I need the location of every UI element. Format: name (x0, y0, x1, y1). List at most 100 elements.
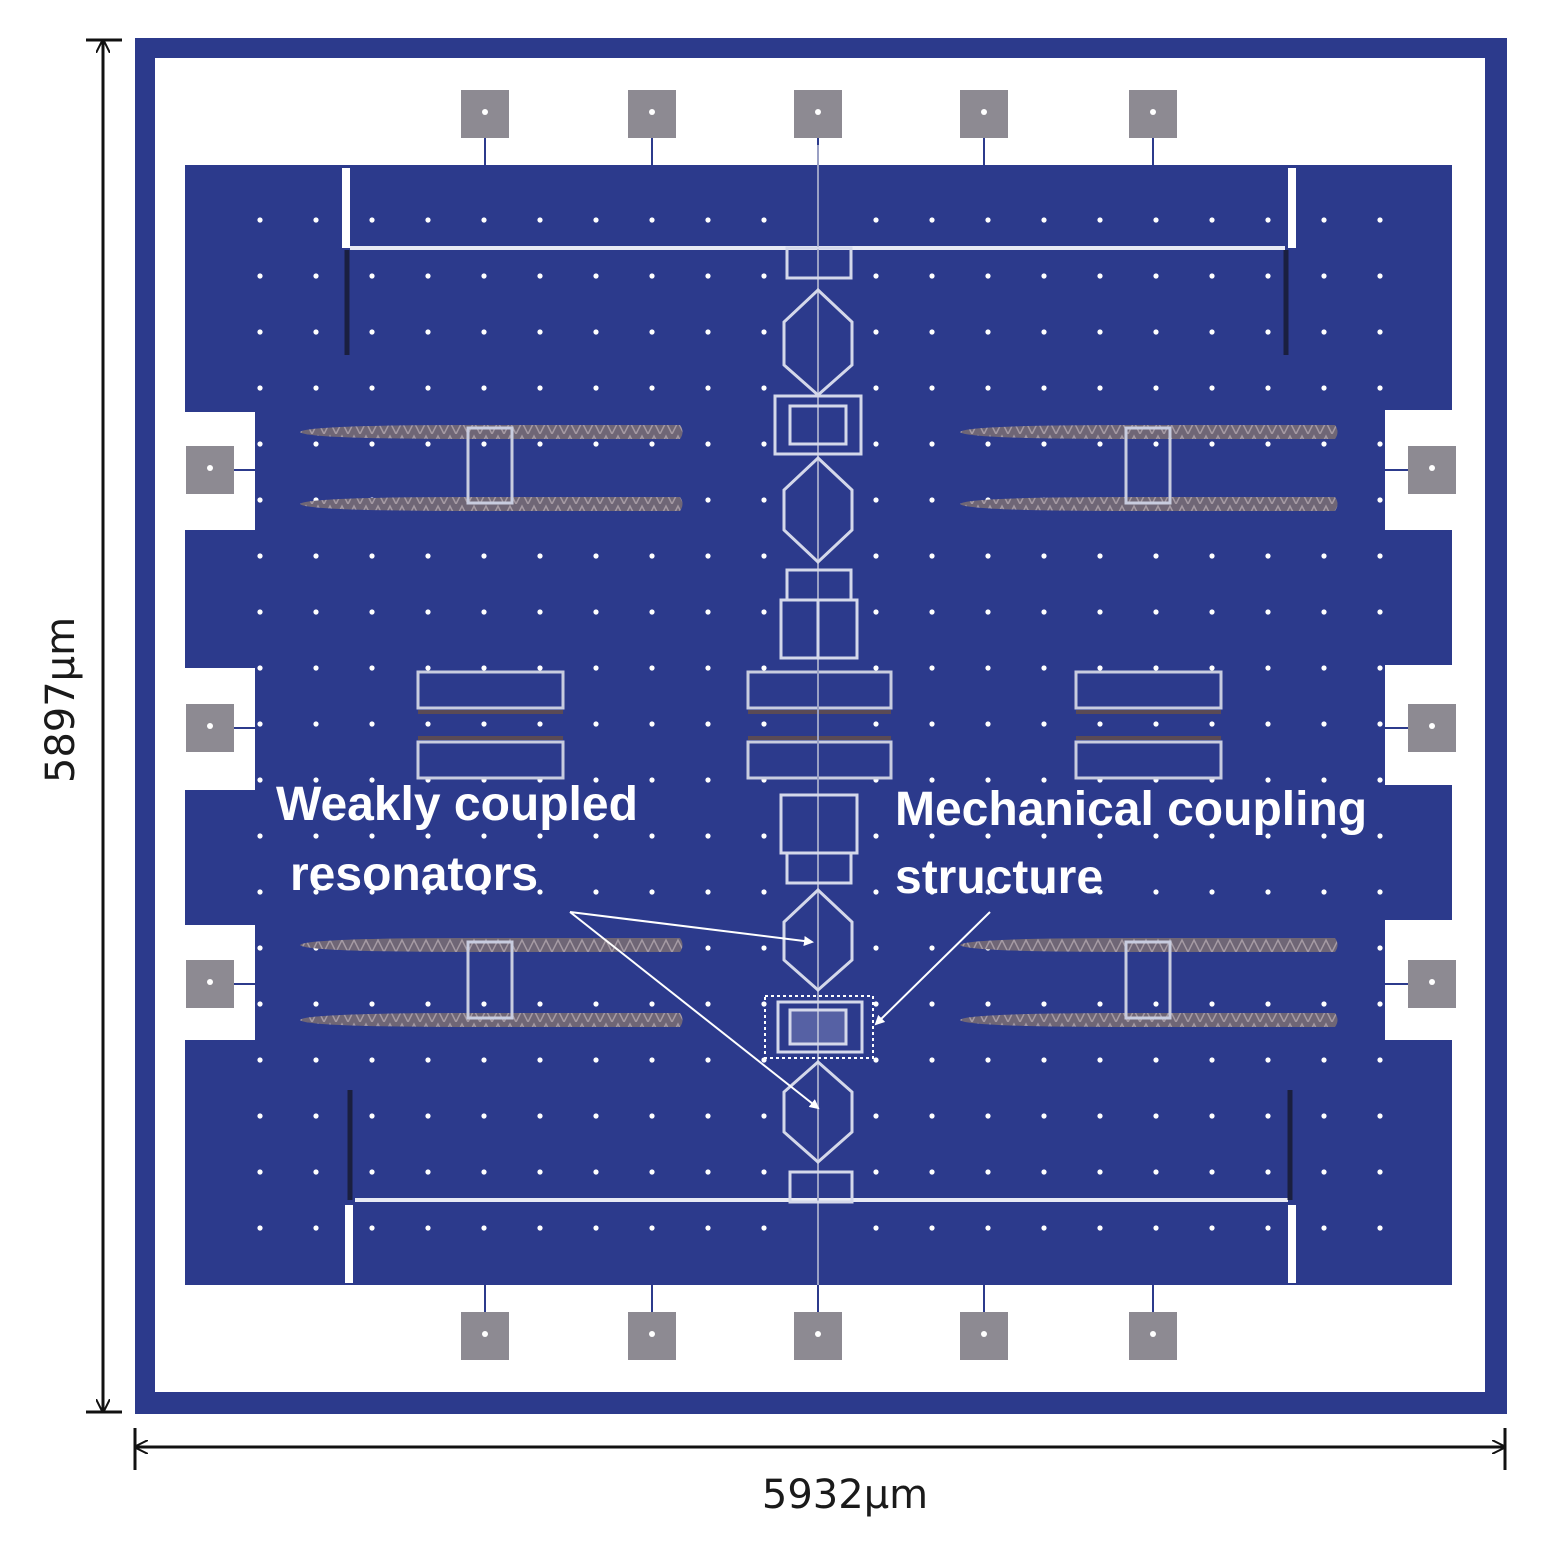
etch-hole (313, 1001, 319, 1007)
etch-hole (1377, 1169, 1383, 1175)
etch-hole (593, 329, 599, 335)
etch-hole (1265, 1057, 1271, 1063)
etch-hole (705, 329, 711, 335)
etch-hole (1041, 273, 1047, 279)
etch-hole (649, 665, 655, 671)
etch-hole (929, 609, 935, 615)
etch-hole (1153, 889, 1159, 895)
etch-hole (425, 1169, 431, 1175)
etch-hole (1097, 1225, 1103, 1231)
etch-hole (1321, 721, 1327, 727)
etch-hole (761, 329, 767, 335)
etch-hole (1377, 721, 1383, 727)
etch-hole (705, 385, 711, 391)
etch-hole (649, 889, 655, 895)
etch-hole (1041, 1057, 1047, 1063)
etch-hole (1153, 721, 1159, 727)
etch-hole (481, 385, 487, 391)
etch-hole (1041, 1113, 1047, 1119)
etch-hole (1377, 945, 1383, 951)
etch-hole (481, 217, 487, 223)
etch-hole (1097, 833, 1103, 839)
etch-hole (761, 217, 767, 223)
etch-hole (1321, 1057, 1327, 1063)
etch-hole (1153, 665, 1159, 671)
etch-hole (1209, 665, 1215, 671)
etch-hole (481, 1057, 487, 1063)
etch-hole (873, 665, 879, 671)
etch-hole (313, 833, 319, 839)
etch-hole (1153, 1225, 1159, 1231)
etch-hole (761, 1225, 767, 1231)
etch-hole (593, 721, 599, 727)
etch-hole (1153, 1001, 1159, 1007)
etch-hole (1265, 721, 1271, 727)
etch-hole (313, 665, 319, 671)
etch-hole (1153, 553, 1159, 559)
etch-hole (1377, 1057, 1383, 1063)
bond-pads (186, 90, 1456, 1360)
etch-hole (873, 889, 879, 895)
etch-hole (1097, 1001, 1103, 1007)
etch-hole (985, 329, 991, 335)
etch-hole (1153, 1057, 1159, 1063)
width-dimension: 5932μm (133, 1428, 1507, 1518)
etch-hole (705, 1169, 711, 1175)
etch-hole (873, 1057, 879, 1063)
etch-hole (929, 889, 935, 895)
etch-hole (1377, 833, 1383, 839)
etch-hole (705, 609, 711, 615)
etch-hole (425, 1113, 431, 1119)
etch-hole (1041, 329, 1047, 335)
etch-hole (649, 553, 655, 559)
etch-hole (1321, 889, 1327, 895)
etch-hole (985, 665, 991, 671)
etch-hole (1097, 273, 1103, 279)
etch-hole (873, 1001, 879, 1007)
etch-hole (705, 833, 711, 839)
etch-hole (761, 1113, 767, 1119)
etch-hole (1377, 1001, 1383, 1007)
etch-hole (257, 1057, 263, 1063)
etch-hole (705, 441, 711, 447)
etch-hole (873, 441, 879, 447)
etch-hole (1377, 1113, 1383, 1119)
etch-hole (649, 777, 655, 783)
etch-hole (425, 217, 431, 223)
etch-hole (593, 1113, 599, 1119)
etch-hole (929, 1113, 935, 1119)
comb-drive-top-right (960, 425, 1338, 511)
etch-hole (985, 721, 991, 727)
etch-hole (1097, 329, 1103, 335)
etch-hole (537, 833, 543, 839)
etch-hole (985, 217, 991, 223)
etch-hole (1321, 441, 1327, 447)
etch-hole (257, 721, 263, 727)
etch-hole (537, 1113, 543, 1119)
etch-hole (313, 777, 319, 783)
comb-drive-top-left (300, 425, 683, 511)
etch-hole (761, 1169, 767, 1175)
etch-hole (1377, 497, 1383, 503)
etch-hole (1041, 609, 1047, 615)
height-label: 5897μm (38, 617, 84, 783)
etch-hole (1153, 385, 1159, 391)
etch-hole (1209, 721, 1215, 727)
etch-hole (425, 609, 431, 615)
etch-hole (257, 217, 263, 223)
etch-hole (985, 889, 991, 895)
etch-hole (1265, 609, 1271, 615)
etch-hole (873, 721, 879, 727)
etch-hole (1209, 889, 1215, 895)
weakly-coupled-label-line1: Weakly coupled (276, 778, 638, 831)
etch-hole (873, 1113, 879, 1119)
etch-hole (593, 889, 599, 895)
etch-hole (1097, 609, 1103, 615)
etch-hole (481, 1169, 487, 1175)
etch-hole (985, 1057, 991, 1063)
etch-hole (1377, 665, 1383, 671)
etch-hole (761, 497, 767, 503)
etch-hole (593, 1057, 599, 1063)
etch-hole (537, 665, 543, 671)
